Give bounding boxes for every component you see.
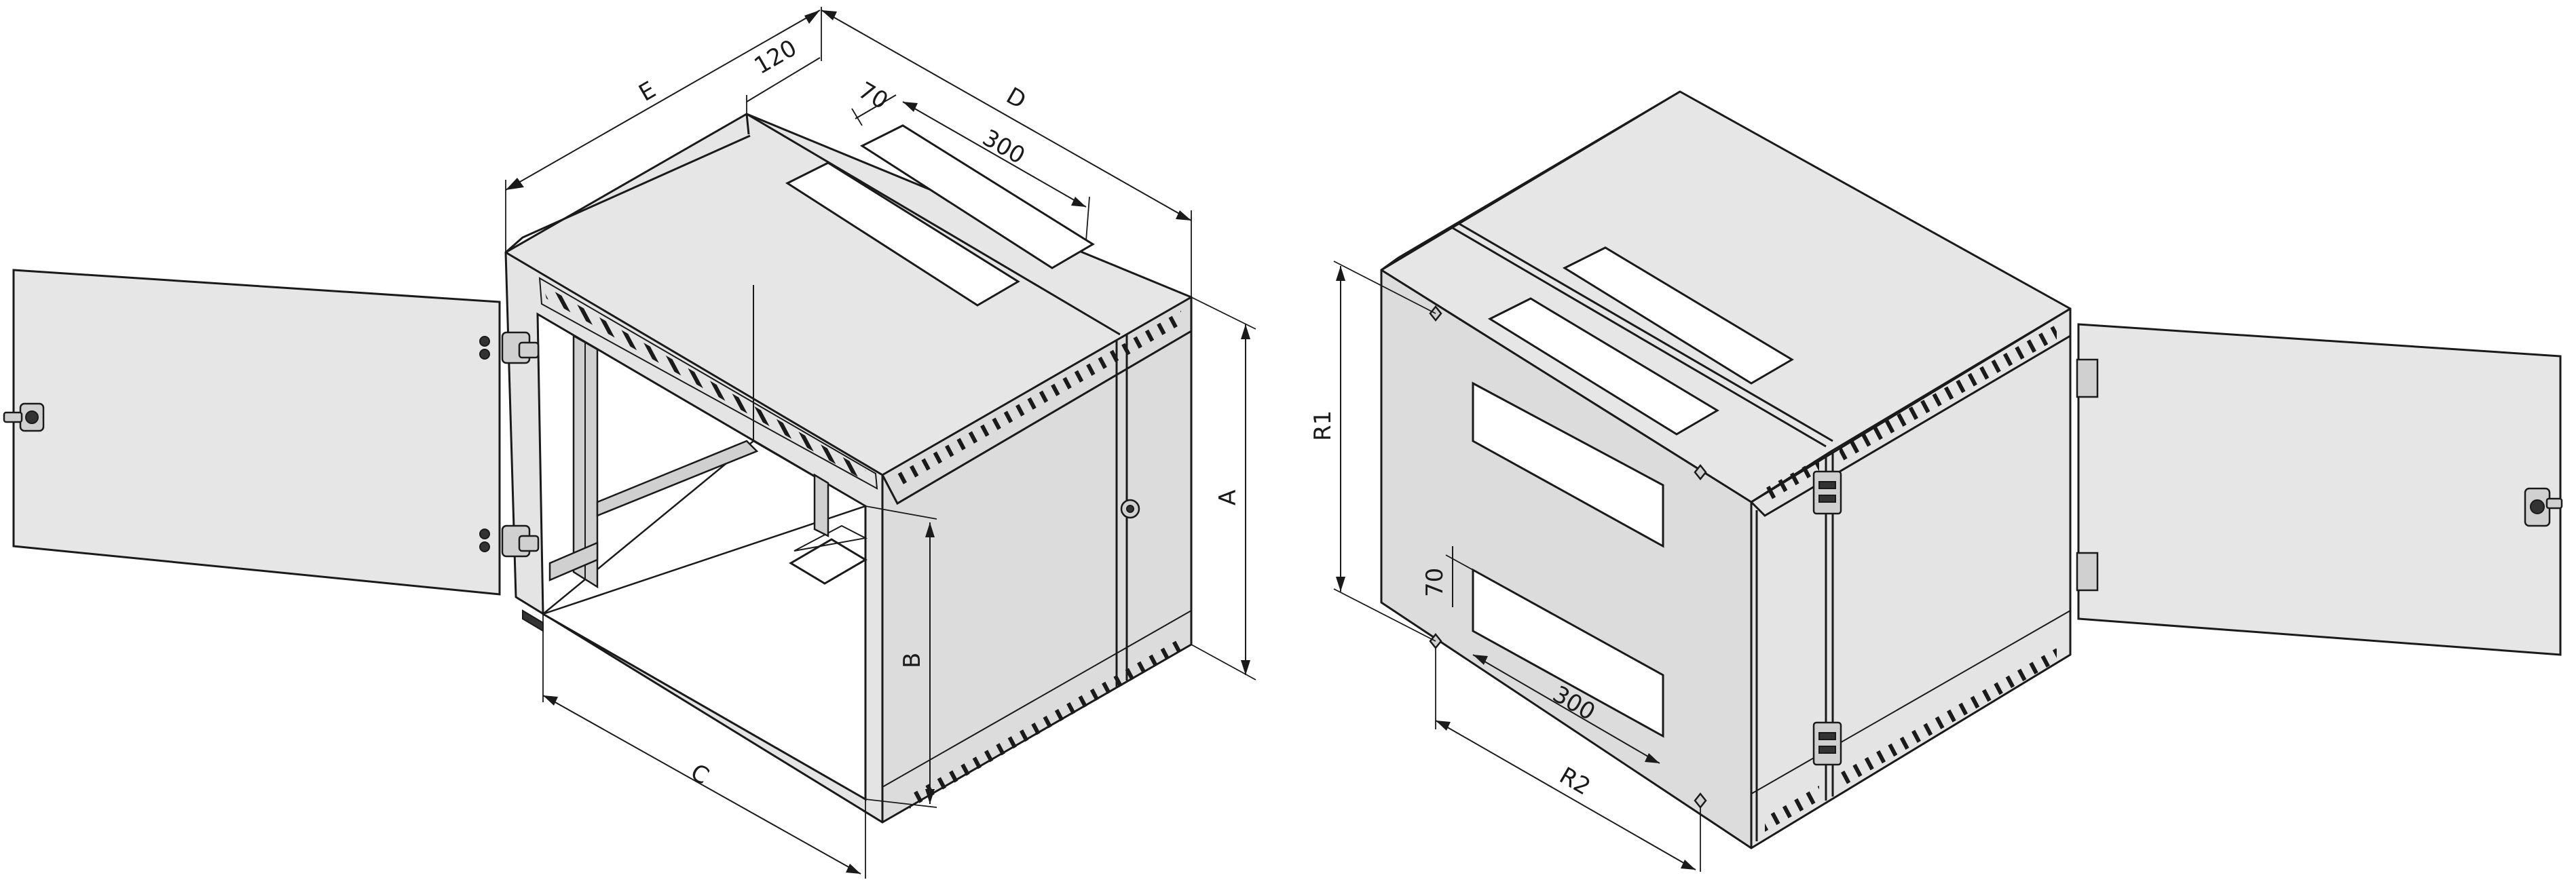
left-cabinet-body <box>501 113 1193 824</box>
door-hinge-screws <box>479 336 490 552</box>
dim-label-E: E <box>635 76 661 107</box>
dim-label-70-side: 70 <box>1421 568 1449 597</box>
right-cabinet-body <box>1380 90 2072 849</box>
dim-label-R1: R1 <box>1309 410 1337 441</box>
rack-mounting-rails <box>548 334 829 589</box>
right-front-panel <box>1750 307 2072 849</box>
dim-label-70-top: 70 <box>854 77 893 115</box>
dim-label-B: B <box>899 653 926 668</box>
side-vent-top <box>896 311 1181 488</box>
side-cable-cutout-bottom <box>1472 568 1664 738</box>
left-cabinet-view: E 120 70 300 D <box>3 7 1256 879</box>
right-vent-top-left <box>1765 458 1819 503</box>
dim-label-R2: R2 <box>1555 762 1595 801</box>
right-top-slot-2 <box>1562 246 1794 385</box>
right-vent-bottom-left <box>1765 786 1819 832</box>
front-vent-slots <box>543 285 869 483</box>
right-vent-top-right <box>1840 324 2057 463</box>
dim-label-C: C <box>686 759 714 790</box>
door-lock-icon <box>3 402 45 432</box>
dim-label-300-top: 300 <box>978 124 1030 170</box>
side-vent-bottom <box>910 638 1181 809</box>
side-cable-cutout-top <box>1472 381 1664 548</box>
frame-hinges <box>501 331 540 558</box>
dim-label-D: D <box>1002 82 1031 115</box>
right-front-hinges <box>1812 470 1842 766</box>
top-cable-slot-1 <box>785 161 1020 307</box>
side-lock-icon <box>1120 499 1140 519</box>
right-top-slot-1 <box>1487 297 1719 436</box>
right-cabinet-view: R1 70 300 R2 <box>1309 90 2563 872</box>
door-hinge-tabs <box>2076 358 2099 592</box>
left-view-dimensions: E 120 70 300 D <box>505 7 1256 879</box>
open-front-door <box>3 269 501 596</box>
open-side-door <box>2076 323 2563 656</box>
side-door-lock-icon <box>2524 487 2563 527</box>
right-vent-bottom-right <box>1840 648 2057 788</box>
top-cable-slot-2 <box>859 124 1095 269</box>
dim-label-A: A <box>1214 490 1242 505</box>
bottom-latch-icon <box>522 609 544 632</box>
